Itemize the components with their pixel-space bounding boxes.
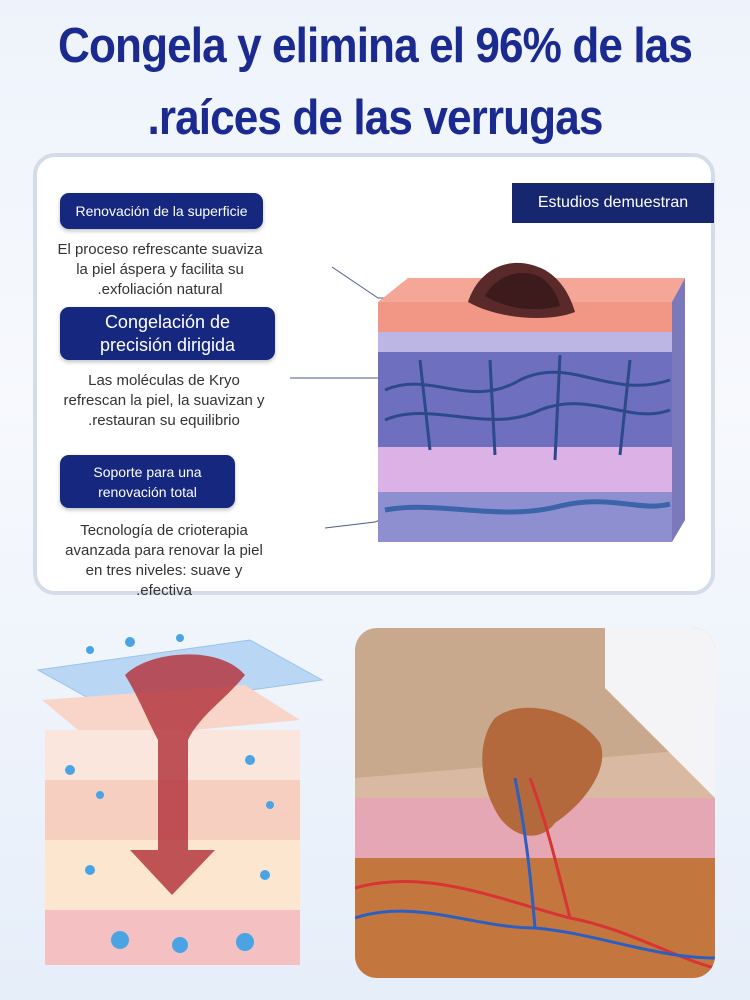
- freeze-layers-illustration: [36, 634, 324, 965]
- feature-desc-line: Las moléculas de Kryo: [88, 372, 240, 389]
- applicator-treatment-illustration: [355, 628, 715, 978]
- feature-desc-line: El proceso refrescante suaviza: [57, 241, 263, 258]
- feature-pill-freezing-line: Congelación de: [104, 311, 231, 332]
- feature-pill-support-line: renovación total: [98, 483, 197, 500]
- feature-desc-line: avanzada para renovar la piel: [65, 542, 263, 559]
- feature-desc-line: .restauran su equilibrio: [88, 412, 240, 429]
- skin-cross-section-illustration: [290, 262, 685, 542]
- feature-desc-line: .exfoliación natural: [97, 281, 223, 298]
- feature-pill-surface: Renovación de la superficie: [60, 193, 263, 229]
- feature-desc-support: Tecnología de crioterapia avanzada para …: [40, 521, 288, 601]
- headline-line-2: .raíces de las verrugas: [147, 91, 604, 145]
- feature-desc-surface: El proceso refrescante suaviza la piel á…: [40, 240, 280, 300]
- feature-desc-line: refrescan la piel, la suavizan y: [63, 392, 265, 409]
- studies-badge: Estudios demuestran: [512, 183, 714, 223]
- feature-pill-support: Soporte para una renovación total: [60, 455, 235, 508]
- feature-desc-line: en tres niveles: suave y: [85, 562, 243, 579]
- feature-pill-freezing: Congelación de precisión dirigida: [60, 307, 275, 360]
- feature-pill-freezing-line: precisión dirigida: [99, 334, 236, 355]
- feature-desc-line: .efectiva: [136, 582, 192, 599]
- feature-pill-surface-label: Renovación de la superficie: [75, 203, 248, 219]
- feature-desc-freezing: Las moléculas de Kryo refrescan la piel,…: [40, 371, 288, 431]
- feature-pill-support-line: Soporte para una: [93, 463, 202, 480]
- feature-desc-line: la piel áspera y facilita su: [76, 261, 244, 278]
- headline-line-1: Congela y elimina el 96% de las: [58, 19, 693, 73]
- feature-desc-line: Tecnología de crioterapia: [80, 522, 248, 539]
- headline: Congela y elimina el 96% de las .raíces …: [38, 10, 713, 154]
